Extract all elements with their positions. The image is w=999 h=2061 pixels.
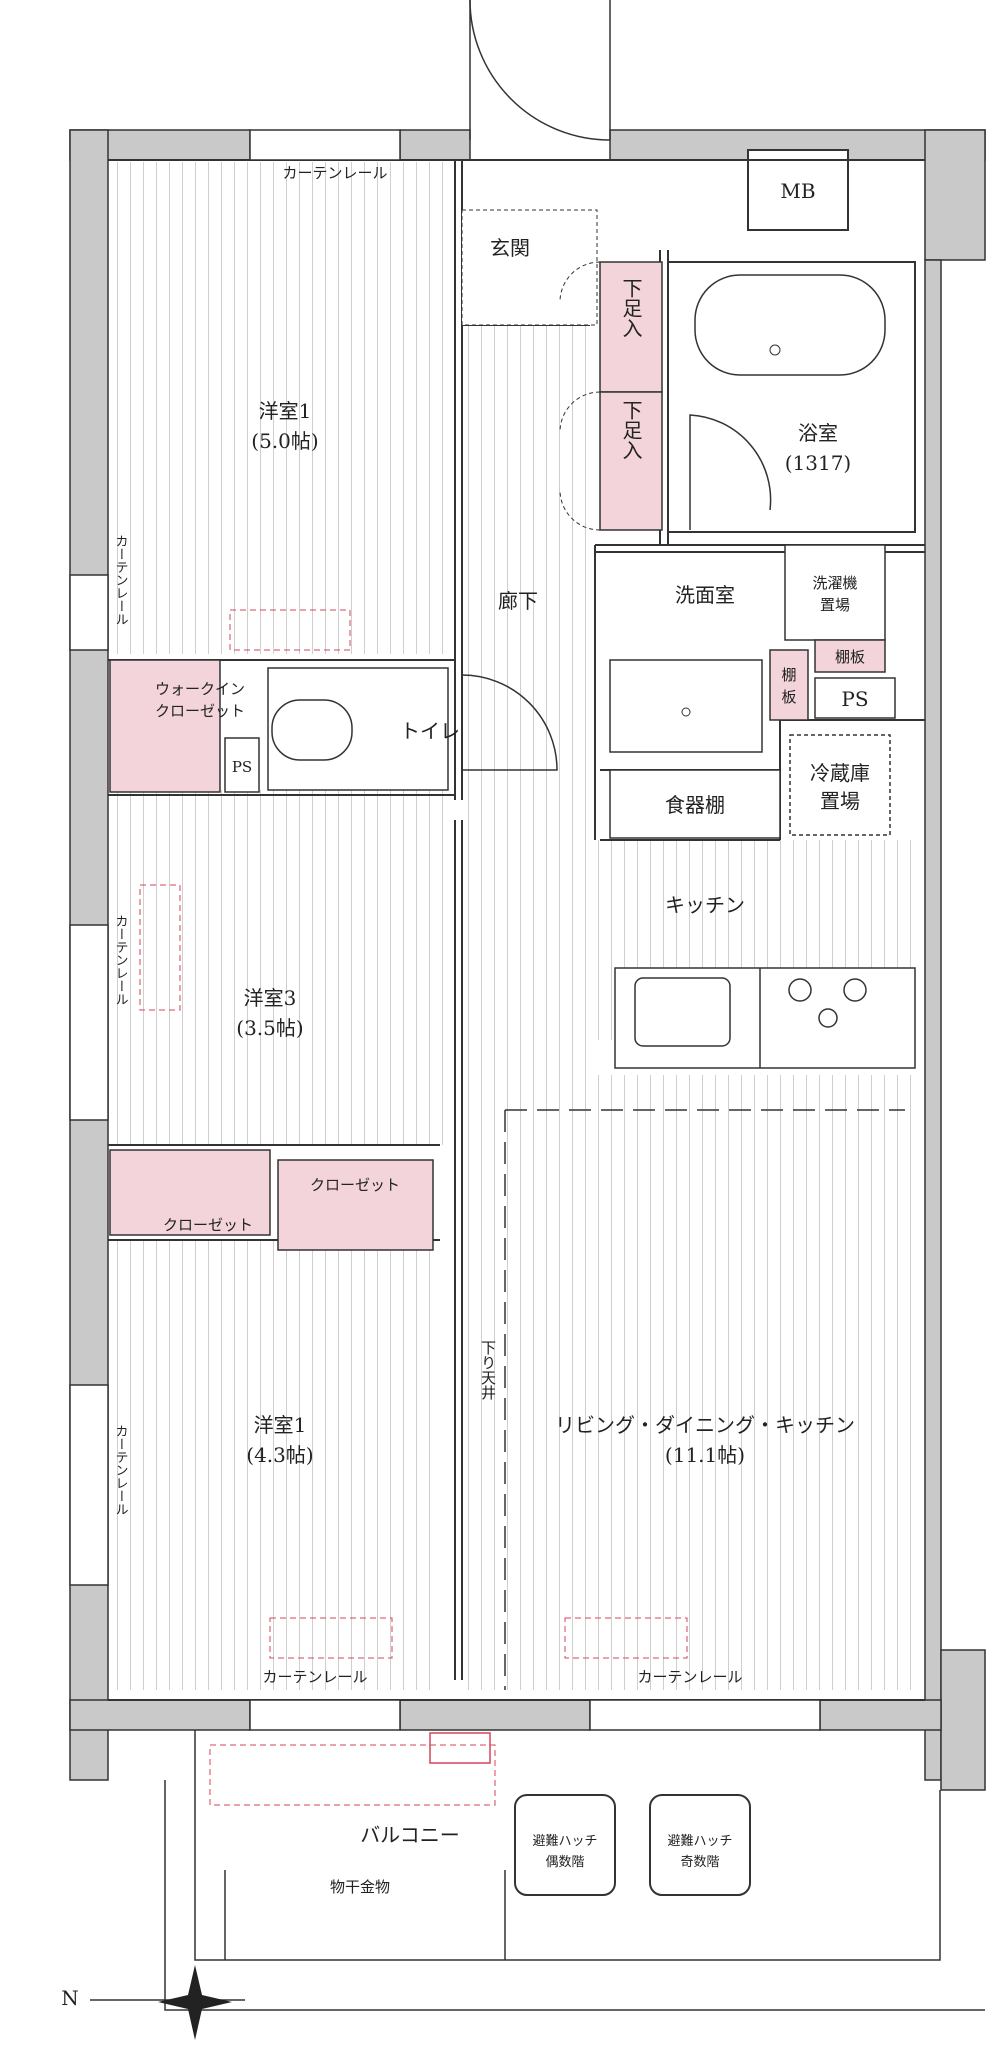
hatch-even-label-1: 避難ハッチ [532,1834,597,1849]
ldk: リビング・ダイニング・キッチン (11.1帖) 下り天井 カーテンレール [479,1109,905,1690]
curtain-rail-left3-label: カーテンレール [113,1425,128,1516]
room1b-name-label: 洋室1 [254,1413,307,1437]
toilet-label: トイレ [400,719,460,743]
balcony-label: バルコニー [360,1823,460,1847]
compass-icon: N [61,1965,245,2040]
curtain-rail-bottom2-label: カーテンレール [637,1668,742,1686]
ldk-size-label: (11.1帖) [665,1443,745,1467]
shelf-2-label-a: 棚 [781,666,796,684]
mb-box: MB [747,149,849,231]
cupboard: 食器棚 [609,769,781,839]
lowered-ceiling-label: 下り天井 [479,1340,497,1401]
curtain-rail-left1-label: カーテンレール [113,535,128,626]
ps-2-label: PS [841,687,868,711]
closet-1-label: クローゼット [163,1216,253,1234]
cupboard-label: 食器棚 [665,793,725,817]
bath-size-label: (1317) [785,451,852,475]
shelf-1-label: 棚板 [835,648,865,666]
burner-icon [818,1008,838,1028]
washroom-label: 洗面室 [675,583,735,607]
curtain-rail-top-label: カーテンレール [282,164,387,182]
burner-icon [788,978,812,1002]
kitchen: キッチン [614,893,916,1069]
walk-in-label-1: ウォークイン [155,680,245,698]
fridge-label-2: 置場 [820,789,860,813]
fridge-space: 冷蔵庫 置場 [789,734,891,836]
ldk-name-label: リビング・ダイニング・キッチン [555,1413,855,1437]
toilet: トイレ [267,667,558,791]
closets: クローゼット クローゼット [109,1149,434,1251]
room3-name-label: 洋室3 [244,986,297,1010]
burner-icon [843,978,867,1002]
washer-label-1: 洗濯機 [812,574,857,592]
room3-size-label: (3.5帖) [236,1016,303,1040]
hallway-label: 廊下 [498,589,538,613]
shelf-2-label-b: 板 [781,688,796,706]
entrance-label: 玄関 [490,236,530,260]
walk-in-label-2: クローゼット [155,702,245,720]
north-label: N [61,1986,79,2010]
shoe-storage-2-label: 下足入 [619,400,643,460]
hatch-odd-label-2: 奇数階 [680,1854,719,1870]
bath-name-label: 浴室 [798,421,838,445]
hatch-odd-label-1: 避難ハッチ [667,1834,732,1849]
entrance-door[interactable] [469,0,611,141]
curtain-rail-bottom1-label: カーテンレール [262,1668,367,1686]
fridge-label-1: 冷蔵庫 [810,761,870,785]
washroom: 洗面室 洗濯機 置場 棚板 棚 板 PS [609,544,896,753]
mb-label: MB [780,179,815,203]
kitchen-label: キッチン [665,893,745,917]
room-1-bottom: 洋室1 (4.3帖) カーテンレール カーテンレール [113,1413,393,1686]
shoe-storage-1-label: 下足入 [619,278,643,338]
room1-size-label: (5.0帖) [251,429,318,453]
room1b-size-label: (4.3帖) [246,1443,313,1467]
ps-1-label: PS [232,758,252,776]
washer-label-2: 置場 [820,596,850,614]
curtain-rail-left2-label: カーテンレール [113,915,128,1006]
hatch-even-label-2: 偶数階 [545,1855,584,1870]
walk-in-closet: ウォークイン クローゼット PS [109,659,260,793]
balcony: バルコニー 物干金物 避難ハッチ 偶数階 避難ハッチ 奇数階 [164,1730,985,2011]
escape-hatch-even [514,1794,616,1896]
shoe-storage: 下足入 下足入 [559,261,663,531]
escape-hatch-odd [649,1794,751,1896]
bathroom: 浴室 (1317) [667,261,916,533]
clothes-hanger-label: 物干金物 [330,1878,390,1896]
room-3: 洋室3 (3.5帖) カーテンレール [113,884,304,1040]
closet-2-label: クローゼット [310,1176,400,1194]
windows [69,129,821,1731]
entrance-area: 玄関 [461,209,598,326]
room-1-top: 洋室1 (5.0帖) カーテンレール カーテンレール [113,164,388,651]
room1-name-label: 洋室1 [259,399,312,423]
flooring [110,162,917,1690]
